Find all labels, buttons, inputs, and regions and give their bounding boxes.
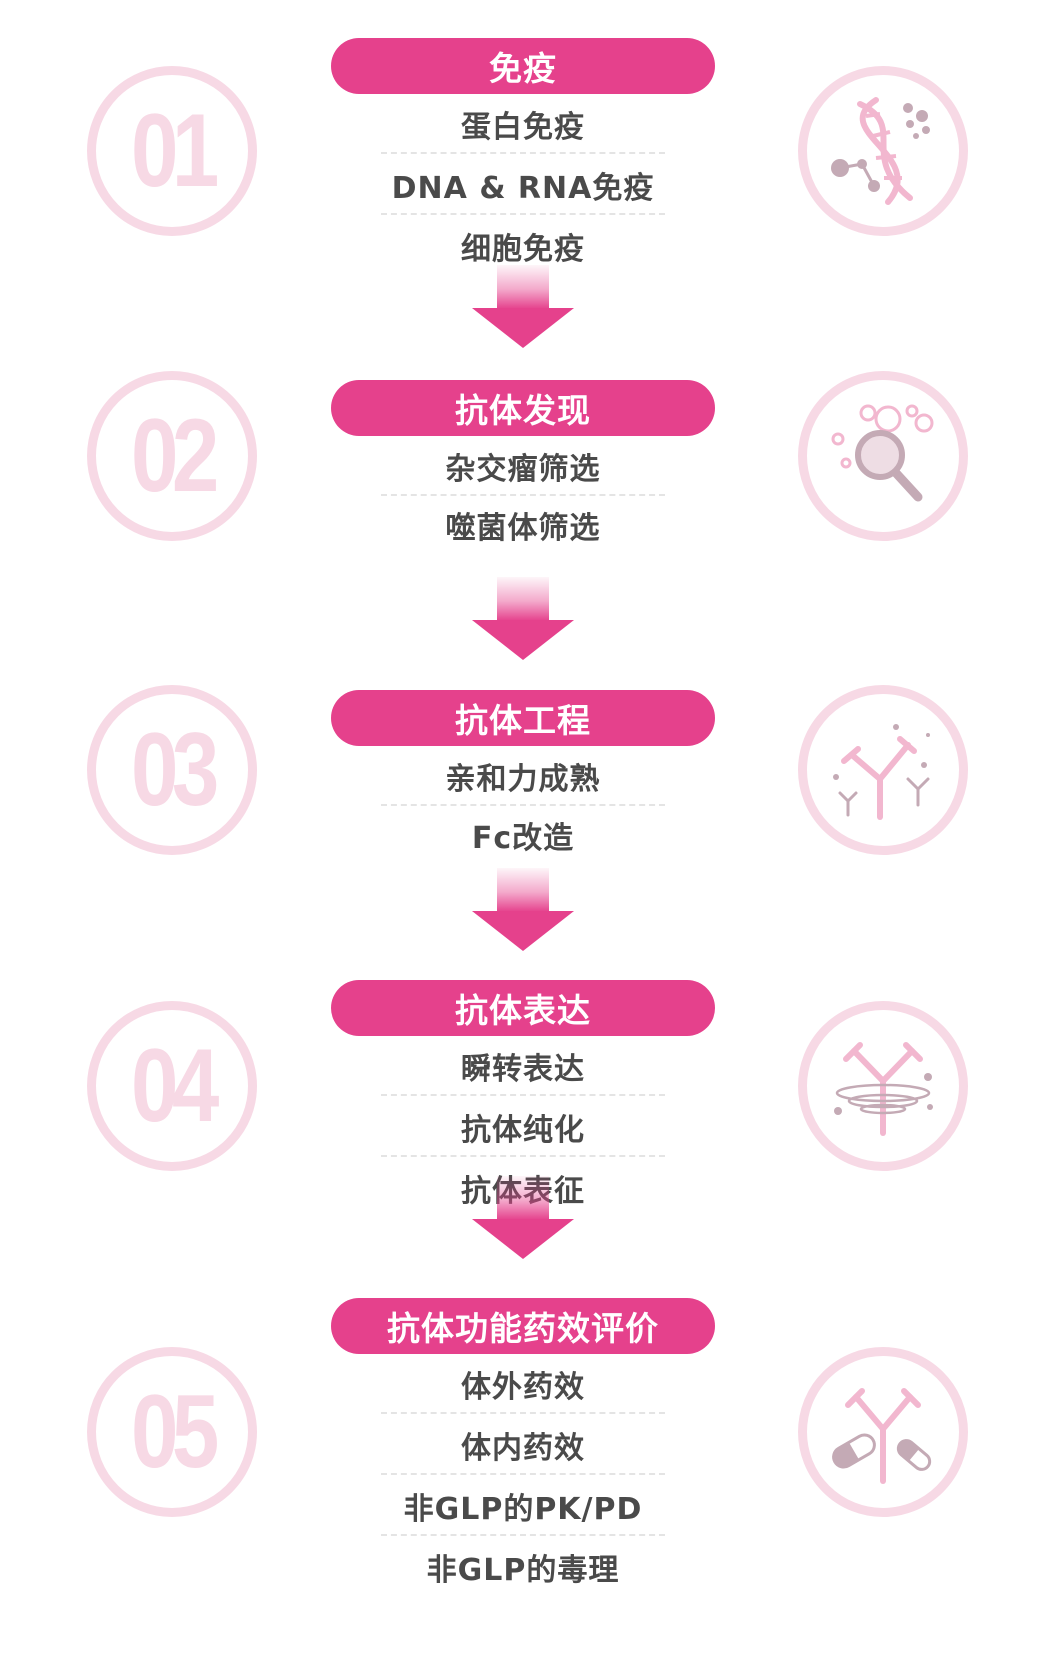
step-05-item-1: 体外药效 <box>461 1370 585 1405</box>
step-number-03: 03 <box>131 712 219 828</box>
flow-arrow-3 <box>472 868 574 952</box>
step-title-02: 抗体发现 <box>331 380 715 436</box>
arrow-shaft <box>497 868 549 912</box>
step-04-item-2: 抗体纯化 <box>461 1113 585 1148</box>
step-02-item-1: 杂交瘤筛选 <box>445 452 601 487</box>
step-05-item-2: 体内药效 <box>461 1431 585 1466</box>
arrow-shaft <box>497 1176 549 1220</box>
step-04-item-1: 瞬转表达 <box>461 1052 585 1087</box>
dna-molecule-icon <box>798 66 968 236</box>
step-03-item-2: Fc改造 <box>471 821 575 856</box>
divider <box>381 213 665 215</box>
step-05-item-4: 非GLP的毒理 <box>426 1553 620 1588</box>
flow-arrow-2 <box>472 577 574 661</box>
step-02-item-2: 噬菌体筛选 <box>445 511 601 546</box>
arrow-shaft <box>497 265 549 309</box>
divider <box>381 1094 665 1096</box>
step-number-circle-04: 04 <box>87 1001 257 1171</box>
antibody-capsule-icon <box>798 1347 968 1517</box>
arrow-head <box>472 308 574 348</box>
step-title-04: 抗体表达 <box>331 980 715 1036</box>
step-01-item-2: DNA & RNA免疫 <box>391 171 655 206</box>
step-number-04: 04 <box>131 1028 219 1144</box>
step-01-item-3: 细胞免疫 <box>461 232 585 267</box>
step-03-item-1: 亲和力成熟 <box>445 762 601 797</box>
divider <box>381 1473 665 1475</box>
antibodies-icon <box>798 685 968 855</box>
step-number-01: 01 <box>131 93 219 209</box>
step-number-circle-05: 05 <box>87 1347 257 1517</box>
arrow-head <box>472 1219 574 1259</box>
arrow-head <box>472 911 574 951</box>
step-title-05: 抗体功能药效评价 <box>331 1298 715 1354</box>
arrow-head <box>472 620 574 660</box>
flow-arrow-1 <box>472 265 574 349</box>
divider <box>381 1534 665 1536</box>
arrow-shaft <box>497 577 549 621</box>
step-01-item-1: 蛋白免疫 <box>461 110 585 145</box>
divider <box>381 1412 665 1414</box>
step-title-01: 免疫 <box>331 38 715 94</box>
step-number-circle-03: 03 <box>87 685 257 855</box>
divider <box>381 494 665 496</box>
divider <box>381 152 665 154</box>
step-number-circle-01: 01 <box>87 66 257 236</box>
flow-arrow-4 <box>472 1176 574 1260</box>
step-title-03: 抗体工程 <box>331 690 715 746</box>
antibody-vortex-icon <box>798 1001 968 1171</box>
divider <box>381 1155 665 1157</box>
step-number-02: 02 <box>131 398 219 514</box>
step-05-item-3: 非GLP的PK/PD <box>403 1492 643 1527</box>
step-number-circle-02: 02 <box>87 371 257 541</box>
magnifier-icon <box>798 371 968 541</box>
step-number-05: 05 <box>131 1374 219 1490</box>
divider <box>381 804 665 806</box>
